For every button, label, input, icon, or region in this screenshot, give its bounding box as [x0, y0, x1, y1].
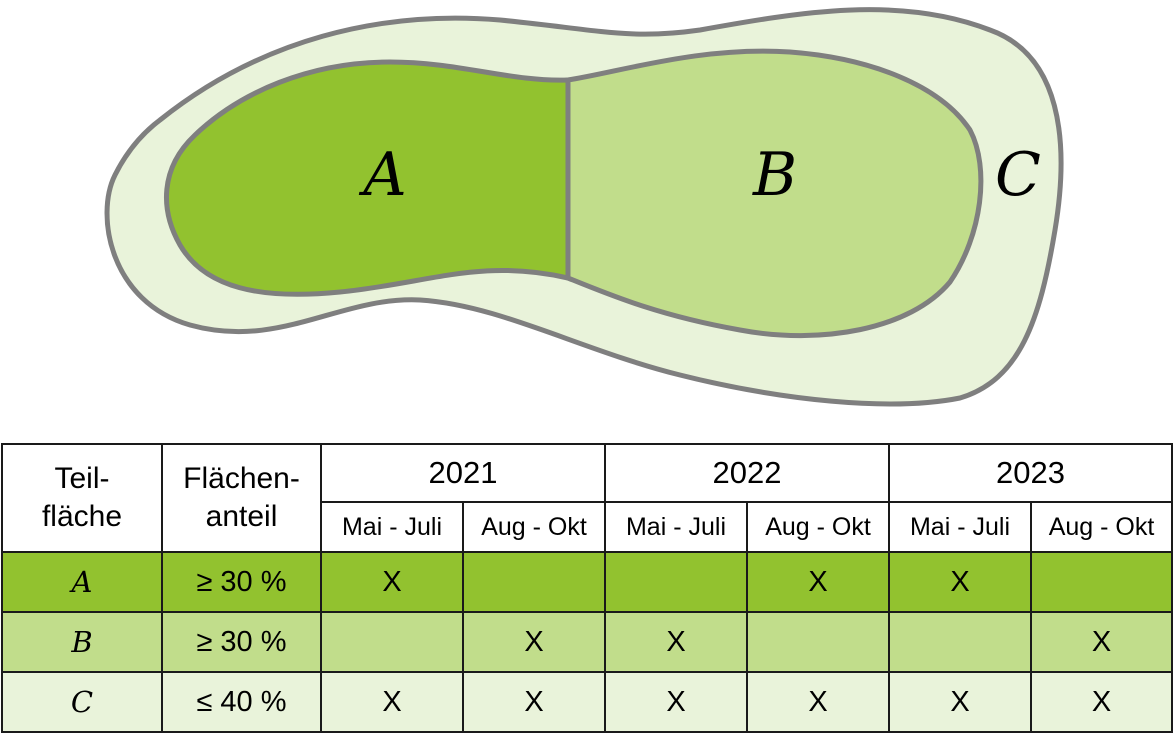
mark-cell	[888, 611, 1032, 673]
mark-cell: X	[462, 671, 606, 733]
mark-cell: X	[746, 671, 890, 733]
header-period: Aug - Okt	[1030, 501, 1173, 553]
header-period: Mai - Juli	[604, 501, 748, 553]
header-share-text: Flächen- anteil	[183, 462, 300, 533]
mark-cell: X	[604, 611, 748, 673]
header-period: Aug - Okt	[462, 501, 606, 553]
zone-b-shape	[565, 48, 984, 339]
table-row: C ≤ 40 % X X X X X X	[1, 671, 1173, 733]
share-cell: ≥ 30 %	[161, 611, 322, 673]
mark-cell: X	[1030, 671, 1173, 733]
share-cell: ≤ 40 %	[161, 671, 322, 733]
header-year-2023: 2023	[888, 443, 1173, 503]
header-share: Flächen- anteil	[161, 443, 322, 553]
header-year-2022: 2022	[604, 443, 890, 503]
mark-cell	[462, 551, 606, 613]
table-row: B ≥ 30 % X X X	[1, 611, 1173, 673]
mark-cell: X	[320, 671, 464, 733]
mark-cell: X	[888, 671, 1032, 733]
mark-cell: X	[746, 551, 890, 613]
header-period: Mai - Juli	[320, 501, 464, 553]
mark-cell: X	[1030, 611, 1173, 673]
table-row: A ≥ 30 % X X X	[1, 551, 1173, 613]
area-diagram: A B C	[104, 7, 1064, 407]
zone-a-label: A	[358, 140, 406, 210]
zone-c-label: C	[995, 140, 1041, 210]
zone-cell: A	[1, 551, 163, 613]
share-cell: ≥ 30 %	[161, 551, 322, 613]
header-year-2021: 2021	[320, 443, 606, 503]
zone-cell: B	[1, 611, 163, 673]
zone-a-shape	[164, 59, 571, 297]
mark-cell	[604, 551, 748, 613]
zone-b-label: B	[752, 140, 797, 210]
header-period: Mai - Juli	[888, 501, 1032, 553]
mark-cell: X	[604, 671, 748, 733]
header-zone: Teil- fläche	[1, 443, 163, 553]
mark-cell: X	[888, 551, 1032, 613]
mark-cell	[1030, 551, 1173, 613]
mark-cell	[320, 611, 464, 673]
mark-cell: X	[320, 551, 464, 613]
zone-cell: C	[1, 671, 163, 733]
header-period: Aug - Okt	[746, 501, 890, 553]
header-zone-text: Teil- fläche	[41, 462, 123, 533]
mark-cell	[746, 611, 890, 673]
schedule-table: Teil- fläche Flächen- anteil 2021 2022 2…	[1, 443, 1173, 733]
mark-cell: X	[462, 611, 606, 673]
